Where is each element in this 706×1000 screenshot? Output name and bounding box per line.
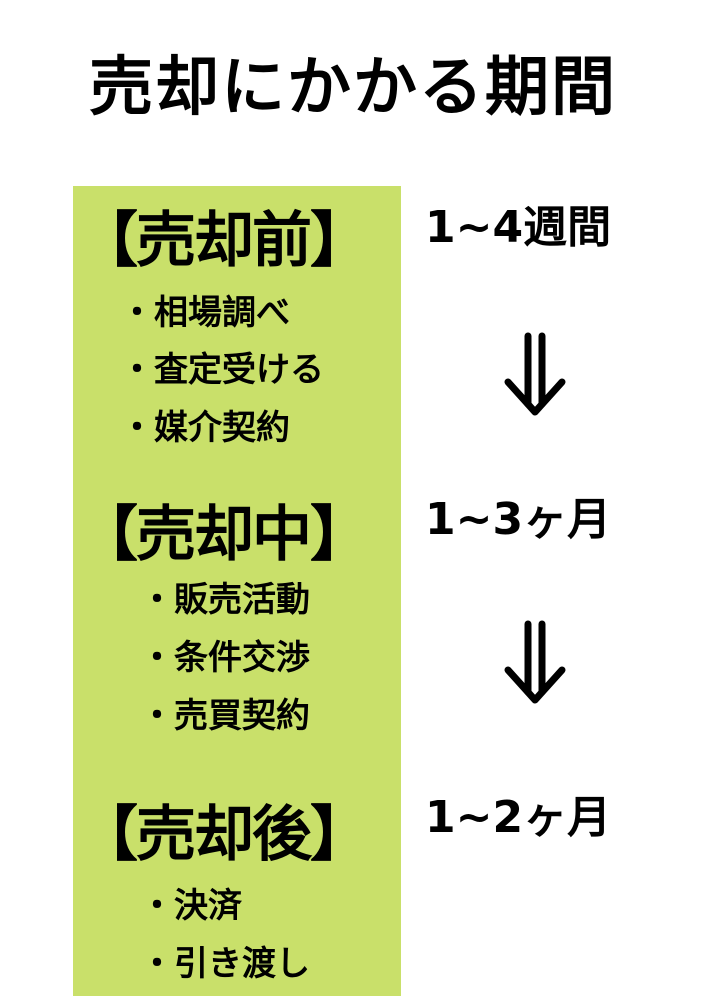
task-item: ・売買契約 xyxy=(140,696,310,736)
task-item: ・引き渡し xyxy=(140,944,310,984)
stage-heading-before: 【売却前】 xyxy=(78,206,370,276)
task-item: ・販売活動 xyxy=(140,580,310,620)
double-down-arrow-icon xyxy=(504,332,566,416)
task-item: ・査定受ける xyxy=(120,350,324,390)
duration-after: 1~2ヶ月 xyxy=(425,792,612,843)
duration-during: 1~3ヶ月 xyxy=(425,494,612,545)
task-item: ・決済 xyxy=(140,886,242,926)
page-title: 売却にかかる期間 xyxy=(89,51,617,125)
stage-heading-after: 【売却後】 xyxy=(78,800,370,870)
double-down-arrow-icon xyxy=(504,620,566,704)
task-item: ・相場調べ xyxy=(120,293,290,333)
stages-panel xyxy=(73,186,401,996)
stage-heading-during: 【売却中】 xyxy=(78,500,370,570)
task-item: ・媒介契約 xyxy=(120,408,290,448)
duration-before: 1~4週間 xyxy=(425,202,612,253)
task-item: ・条件交渉 xyxy=(140,638,310,678)
